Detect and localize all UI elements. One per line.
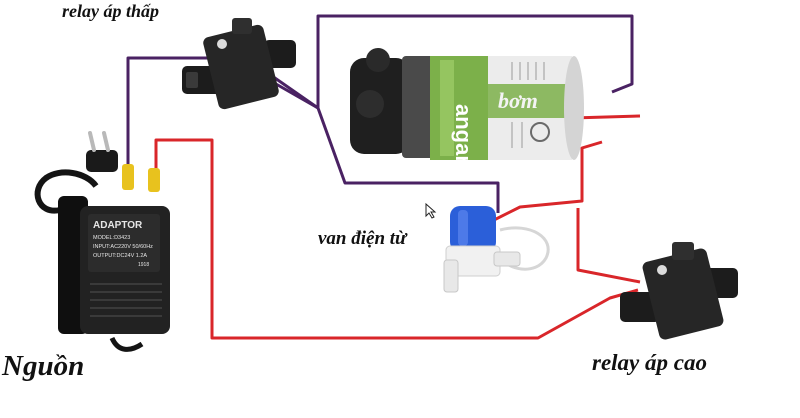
label-pump: bơm (498, 88, 538, 113)
relay-high-body (642, 248, 724, 340)
pump-collar (402, 56, 436, 158)
mouse-cursor-icon (425, 202, 437, 219)
adapter-model: MODEL:D3423 (93, 235, 130, 241)
connector-yellow-left (122, 164, 134, 190)
solenoid-valve (443, 206, 550, 293)
pump: angar (350, 48, 584, 164)
pump-motor-label-band (488, 84, 572, 118)
ce-mark-icon (530, 122, 550, 142)
wire-relay-high-to-pump (576, 208, 641, 284)
relay-low-switch (182, 18, 296, 110)
adapter-label-panel (88, 214, 160, 272)
pump-endcap (564, 56, 584, 160)
adapter-input: INPUT:AC220V 50/60Hz (93, 244, 153, 250)
connector-yellow-right (148, 168, 160, 192)
relay-low-fitting-right (264, 40, 296, 68)
adapter: ADAPTOR MODEL:D3423 INPUT:AC220V 50/60Hz… (34, 131, 170, 352)
label-valve: van điện từ (318, 228, 407, 249)
label-power: Nguồn (2, 350, 85, 382)
valve-coil (450, 206, 496, 252)
plug-pin-right (102, 131, 110, 152)
relay-low-terminal (217, 39, 227, 49)
purple-wires (126, 14, 634, 213)
valve-outlet-right (493, 251, 521, 267)
wire-valve-to-pump (489, 140, 603, 224)
adapter-vents (90, 283, 162, 317)
valve-outlet-left (443, 259, 459, 293)
wire-relay-low-to-valve (261, 74, 500, 213)
pump-motor-green-shine (440, 60, 454, 156)
pump-head-port-mid (356, 90, 384, 118)
adapter-cable-bottom (109, 336, 144, 352)
relay-high-switch (620, 242, 738, 340)
label-relay-high: relay áp cao (592, 350, 707, 375)
relay-low-cap (232, 18, 252, 34)
wire-adapter-to-relay-high (154, 138, 639, 340)
pump-label-lines (511, 62, 545, 148)
pump-brand: angar (451, 104, 476, 164)
adapter-cable (34, 169, 99, 214)
adapter-code: 1918 (138, 262, 149, 268)
relay-high-fitting-left (620, 292, 660, 322)
relay-low-body (203, 24, 279, 110)
relay-low-port-left (186, 72, 198, 88)
relay-high-terminal (657, 265, 667, 275)
wire-adapter-to-relay-low (126, 56, 232, 172)
pump-head-port-top (366, 48, 390, 72)
relay-high-cap (672, 242, 694, 260)
adapter-output: OUTPUT:DC24V 1.2A (93, 253, 147, 259)
adapter-title: ADAPTOR (93, 220, 143, 231)
label-relay-low: relay áp thấp (62, 1, 159, 21)
valve-coil-shine (458, 210, 468, 246)
plug-pin-left (88, 131, 96, 152)
adapter-plug-body (86, 150, 118, 172)
